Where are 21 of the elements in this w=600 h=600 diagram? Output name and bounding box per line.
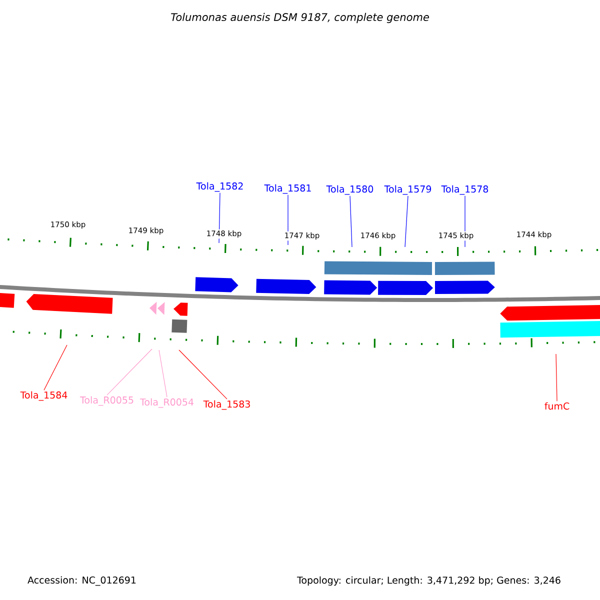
gene-label: Tola_1582 — [196, 182, 243, 192]
gene-label: Tola_R0054 — [140, 398, 194, 408]
footer-text: Accession: NC_012691 — [26, 575, 138, 587]
title: Tolumonas auensis DSM 9187, complete genome — [171, 12, 429, 24]
gene-label: Tola_1581 — [264, 184, 311, 194]
tick-scale — [12, 329, 596, 348]
gene-label: Tola_1578 — [441, 185, 488, 195]
leader-line — [158, 350, 168, 398]
footer-text: Topology: circular; Length: 3,471,292 bp; Genes: 3,246 — [296, 575, 562, 587]
leader-line — [556, 354, 558, 402]
gene-label: Tola_1584 — [20, 391, 68, 401]
gene-label: Tola_1579 — [384, 185, 432, 195]
gene-label: fumC — [544, 402, 570, 410]
leader-line — [106, 348, 152, 396]
gene-label: Tola_1580 — [326, 185, 374, 195]
leader-line — [404, 196, 408, 248]
leader-line — [350, 196, 352, 248]
leader-line — [44, 344, 68, 390]
gene-label: Tola_1583 — [203, 400, 250, 410]
gene-label: Tola_R0055 — [80, 396, 134, 406]
leader-line — [178, 350, 228, 400]
